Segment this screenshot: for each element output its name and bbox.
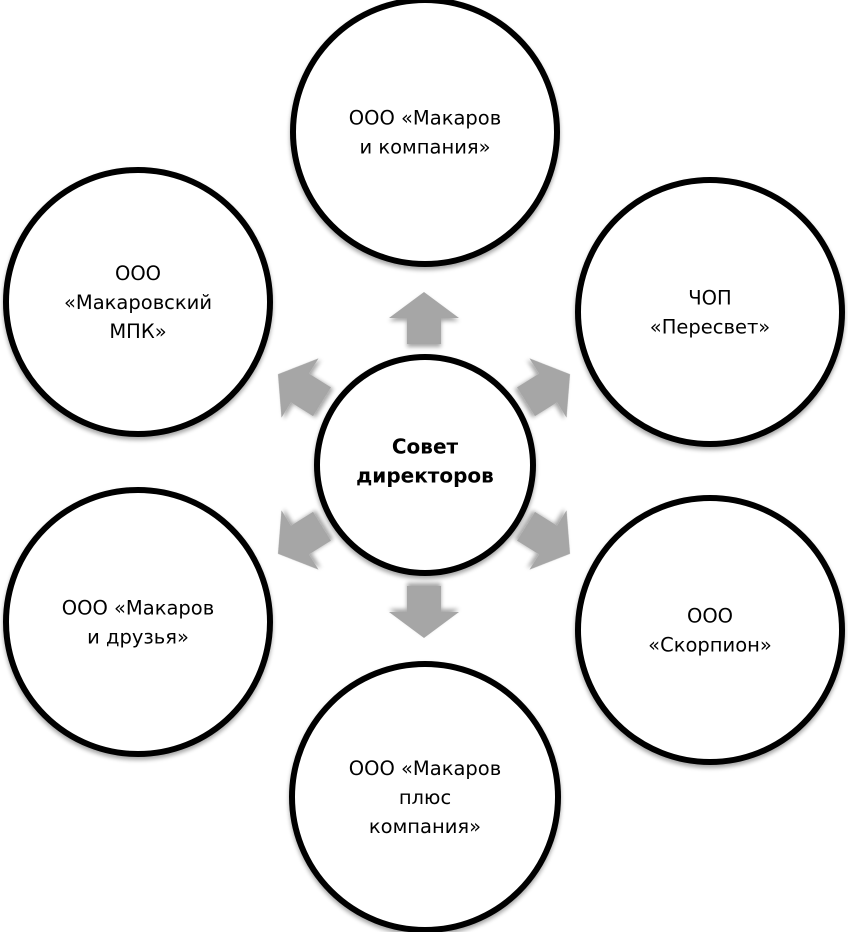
node-label-line: и компания»: [359, 136, 490, 159]
arrow-shape: [516, 510, 571, 570]
node-circle: [289, 661, 561, 932]
center-node-board-of-directors: Совет директоров: [314, 354, 536, 576]
node-top-right: ЧОП «Пересвет»: [575, 177, 845, 447]
node-label-line: «Макаровский: [64, 291, 212, 314]
node-label-line: ООО «Макаров: [349, 107, 501, 130]
node-label-line: ООО: [115, 262, 161, 285]
arrow-shape: [389, 292, 459, 344]
center-label-line: директоров: [356, 464, 494, 488]
node-circle: [575, 495, 845, 765]
node-label-line: «Пересвет»: [650, 316, 770, 339]
node-label-line: и друзья»: [87, 626, 189, 649]
arrow-shape: [389, 586, 459, 638]
node-label-line: ООО «Макаров: [349, 757, 501, 780]
node-circle: [3, 487, 273, 757]
node-label-line: компания»: [369, 815, 481, 838]
arrow-shape: [277, 510, 332, 570]
node-label-line: ООО «Макаров: [62, 597, 214, 620]
node-label-line: «Скорпион»: [648, 634, 772, 657]
node-label-line: плюс: [399, 786, 451, 809]
arrow-up-right-icon: [516, 358, 571, 418]
center-label-line: Совет: [392, 435, 459, 459]
arrow-shape: [277, 358, 332, 418]
arrow-up-left-icon: [277, 358, 332, 418]
node-label-line: МПК»: [109, 320, 166, 343]
node-circle: [575, 177, 845, 447]
node-label-line: ООО: [687, 605, 733, 628]
node-bottom-right: ООО «Скорпион»: [575, 495, 845, 765]
center-circle: [314, 354, 536, 576]
arrow-down-icon: [389, 586, 459, 638]
arrow-shape: [516, 358, 571, 418]
node-circle: [290, 0, 560, 267]
node-label-line: ЧОП: [688, 287, 731, 310]
node-circle: [3, 167, 273, 437]
arrow-down-left-icon: [277, 510, 332, 570]
arrow-down-right-icon: [516, 510, 571, 570]
arrow-up-icon: [389, 292, 459, 344]
node-bottom-left: ООО «Макаров и друзья»: [3, 487, 273, 757]
node-bottom: ООО «Макаров плюс компания»: [289, 661, 561, 932]
node-top: ООО «Макаров и компания»: [290, 0, 560, 267]
